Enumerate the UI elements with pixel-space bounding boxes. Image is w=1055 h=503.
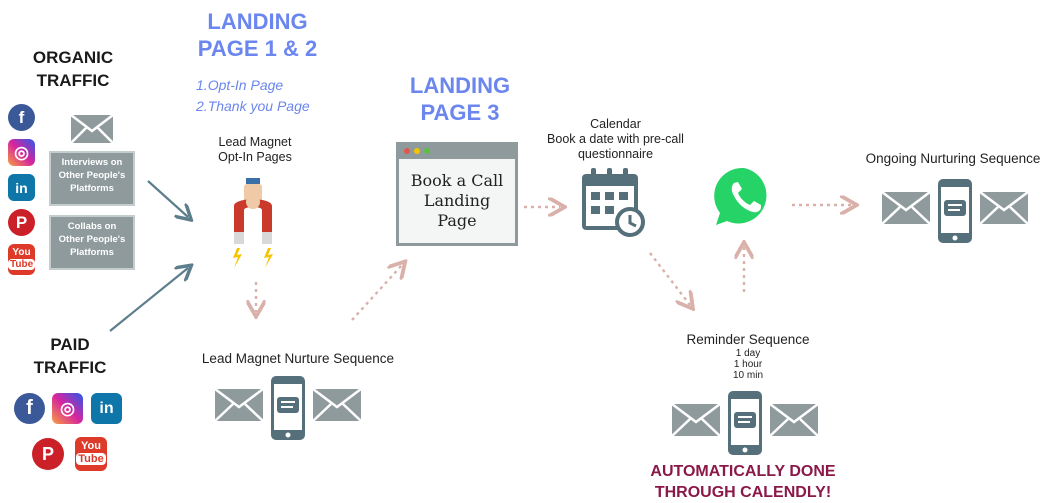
landing-page-1-2-heading: LANDING PAGE 1 & 2 <box>175 8 340 62</box>
lead-nurture-sequence-icon <box>214 376 362 440</box>
browser-window: Book a Call Landing Page <box>396 142 518 246</box>
reminder-sequence-label: Reminder Sequence <box>686 332 810 347</box>
envelope-icon <box>70 114 114 144</box>
calendar-icon <box>582 168 645 237</box>
organic-line2: TRAFFIC <box>36 71 110 90</box>
envelope-icon <box>979 191 1029 225</box>
step-2: 2.Thank you Page <box>196 98 310 114</box>
calendar-to-reminder-arrow <box>649 252 690 305</box>
envelope-icon <box>312 388 362 422</box>
lead-magnet-line2: Opt-In Pages <box>218 150 292 164</box>
cta-line1: AUTOMATICALLY DONE <box>650 463 836 480</box>
facebook-icon: f <box>8 104 35 131</box>
maximize-dot-icon <box>424 148 430 154</box>
landing12-line1: LANDING <box>207 9 308 34</box>
interviews-box: Interviews on Other People's Platforms <box>49 151 135 206</box>
phone-icon <box>271 376 305 440</box>
pinterest-icon: P <box>8 209 35 236</box>
collabs-line3: Platforms <box>70 247 114 258</box>
interviews-line2: Other People's <box>58 170 126 181</box>
envelope-icon <box>769 403 819 437</box>
linkedin-icon: in <box>8 174 35 201</box>
lead-magnet-nurture-label: Lead Magnet Nurture Sequence <box>201 351 395 366</box>
paid-line2: TRAFFIC <box>33 358 107 377</box>
paid-traffic-heading: PAID TRAFFIC <box>20 333 120 379</box>
minimize-dot-icon <box>414 148 420 154</box>
ongoing-nurturing-label: Ongoing Nurturing Sequence <box>865 151 1041 166</box>
lead-magnet-line1: Lead Magnet <box>218 135 292 149</box>
nurture-to-landing3-arrow <box>351 265 402 321</box>
reminder-sequence-icon <box>671 391 819 455</box>
interviews-line3: Platforms <box>70 183 114 194</box>
landing-steps-list: 1.Opt-In Page 2.Thank you Page <box>196 75 336 117</box>
browser-line3: Page <box>437 211 477 230</box>
instagram-icon: ◎ <box>52 393 83 424</box>
lead-magnet-label: Lead Magnet Opt-In Pages <box>195 135 315 165</box>
landing3-line1: LANDING <box>409 73 511 98</box>
landing-page-3-heading: LANDING PAGE 3 <box>392 72 528 126</box>
facebook-icon: f <box>14 393 45 424</box>
paid-to-lead-arrow <box>109 268 188 332</box>
interviews-line1: Interviews on <box>61 157 123 168</box>
step-1: 1.Opt-In Page <box>196 77 284 93</box>
envelope-icon <box>214 388 264 422</box>
close-dot-icon <box>404 148 410 154</box>
reminder-time-2: 1 hour <box>733 359 763 370</box>
collabs-line2: Other People's <box>58 234 126 245</box>
instagram-icon: ◎ <box>8 139 35 166</box>
envelope-icon <box>671 403 721 437</box>
pinterest-icon: P <box>32 438 64 470</box>
reminder-time-3: 10 min <box>732 370 763 381</box>
linkedin-icon: in <box>91 393 122 424</box>
browser-toolbar <box>399 145 515 159</box>
landing3-line2: PAGE 3 <box>420 100 500 125</box>
lead-magnet-icon <box>233 178 273 268</box>
reminder-times: 1 day 1 hour 10 min <box>708 348 788 381</box>
cta-line2: THROUGH CALENDLY! <box>654 484 832 501</box>
phone-icon <box>938 179 972 243</box>
calendly-callout: AUTOMATICALLY DONE THROUGH CALENDLY! <box>618 461 868 503</box>
envelope-icon <box>881 191 931 225</box>
collabs-line1: Collabs on <box>67 221 117 232</box>
landing12-line2: PAGE 1 & 2 <box>197 36 318 61</box>
calendar-line1: Calendar <box>590 117 641 131</box>
paid-line1: PAID <box>50 335 90 354</box>
browser-line1: Book a Call <box>410 171 504 190</box>
phone-icon <box>728 391 762 455</box>
collabs-box: Collabs on Other People's Platforms <box>49 215 135 270</box>
reminder-time-1: 1 day <box>735 348 761 359</box>
whatsapp-icon <box>714 167 767 225</box>
ongoing-sequence-icon <box>881 179 1029 243</box>
calendar-line3: questionnaire <box>577 147 654 161</box>
calendar-label: Calendar Book a date with pre-call quest… <box>533 117 698 162</box>
calendar-line2: Book a date with pre-call <box>547 132 684 146</box>
browser-line2: Landing <box>423 191 491 210</box>
browser-page-text: Book a Call Landing Page <box>399 159 515 231</box>
organic-line1: ORGANIC <box>32 48 114 67</box>
organic-traffic-heading: ORGANIC TRAFFIC <box>18 46 128 92</box>
organic-to-lead-arrow <box>147 180 188 217</box>
